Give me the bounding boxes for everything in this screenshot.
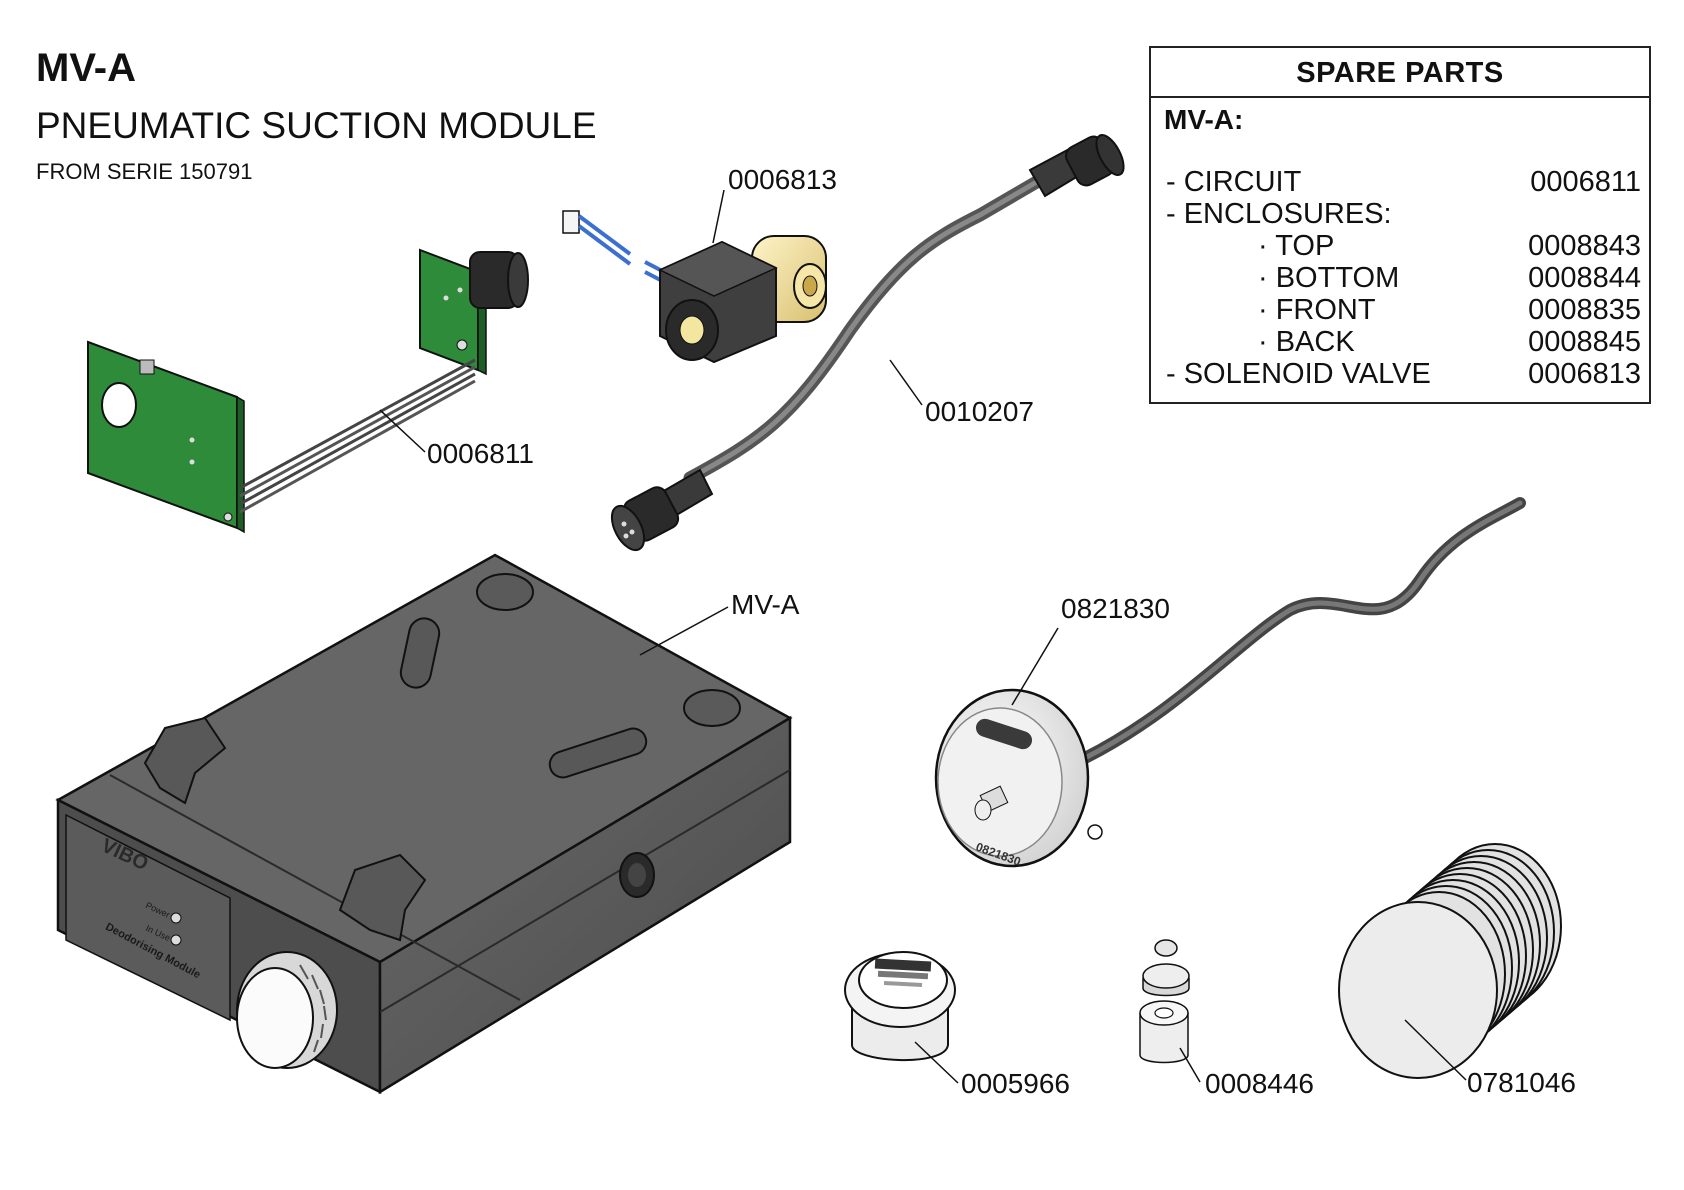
spare-row-back: · BACK 0008845: [1166, 326, 1641, 358]
callout-circuit: 0006811: [427, 438, 534, 469]
spare-row-code: 0008845: [1528, 326, 1641, 358]
filter-holder-part: 0821830: [934, 497, 1526, 869]
spare-row-label: - CIRCUIT: [1166, 166, 1302, 198]
circuit-board-part: [87, 248, 529, 534]
page-title: MV-A: [36, 46, 136, 90]
callout-module: MV-A: [731, 589, 800, 620]
extension-cable-part: [610, 134, 1125, 552]
callout-filter-holder: 0821830: [1061, 593, 1171, 624]
spare-row-label: · BACK: [1258, 326, 1355, 358]
spare-row-front: · FRONT 0008835: [1166, 294, 1641, 326]
spare-row-circuit: - CIRCUIT 0006811: [1166, 166, 1641, 198]
spare-row-bottom: · BOTTOM 0008844: [1166, 262, 1641, 294]
spare-row-label: · TOP: [1258, 230, 1335, 262]
spare-row-label: · FRONT: [1258, 294, 1376, 326]
callout-paper-filters: 0781046: [1467, 1067, 1577, 1098]
spare-row-label: - ENCLOSURES:: [1166, 198, 1392, 230]
spare-row-code: 0008835: [1528, 294, 1641, 326]
spare-row-code: 0006811: [1530, 166, 1641, 198]
spare-row-code: 0006813: [1528, 358, 1641, 390]
cup-filter-part: [844, 951, 956, 1061]
solenoid-valve-part: [562, 210, 827, 364]
small-parts-part: [1139, 939, 1190, 1064]
spare-row-code: 0008843: [1528, 230, 1641, 262]
spare-parts-table: SPARE PARTS MV-A: - CIRCUIT 0006811 - EN…: [1149, 46, 1651, 404]
spare-row-label: - SOLENOID VALVE: [1166, 358, 1431, 390]
callout-small-parts: 0008446: [1205, 1068, 1315, 1099]
spare-row-solenoid-valve: - SOLENOID VALVE 0006813: [1166, 358, 1641, 390]
mv-a-module-part: VIBO: [55, 553, 793, 1095]
paper-filters-part: [1338, 843, 1562, 1079]
spare-parts-heading: SPARE PARTS: [1151, 48, 1649, 98]
page-subtitle: PNEUMATIC SUCTION MODULE: [36, 105, 597, 146]
leader-lines: [379, 189, 1467, 1084]
callout-solenoid-valve: 0006813: [728, 164, 838, 195]
callout-cup-filter: 0005966: [961, 1068, 1071, 1099]
spare-row-enclosures: - ENCLOSURES:: [1166, 198, 1641, 230]
spare-row-label: · BOTTOM: [1258, 262, 1400, 294]
spare-parts-model: MV-A:: [1164, 104, 1244, 135]
serie-note: FROM SERIE 150791: [36, 159, 253, 184]
callout-cable: 0010207: [925, 396, 1035, 427]
spare-row-top: · TOP 0008843: [1166, 230, 1641, 262]
spare-row-code: 0008844: [1528, 262, 1641, 294]
